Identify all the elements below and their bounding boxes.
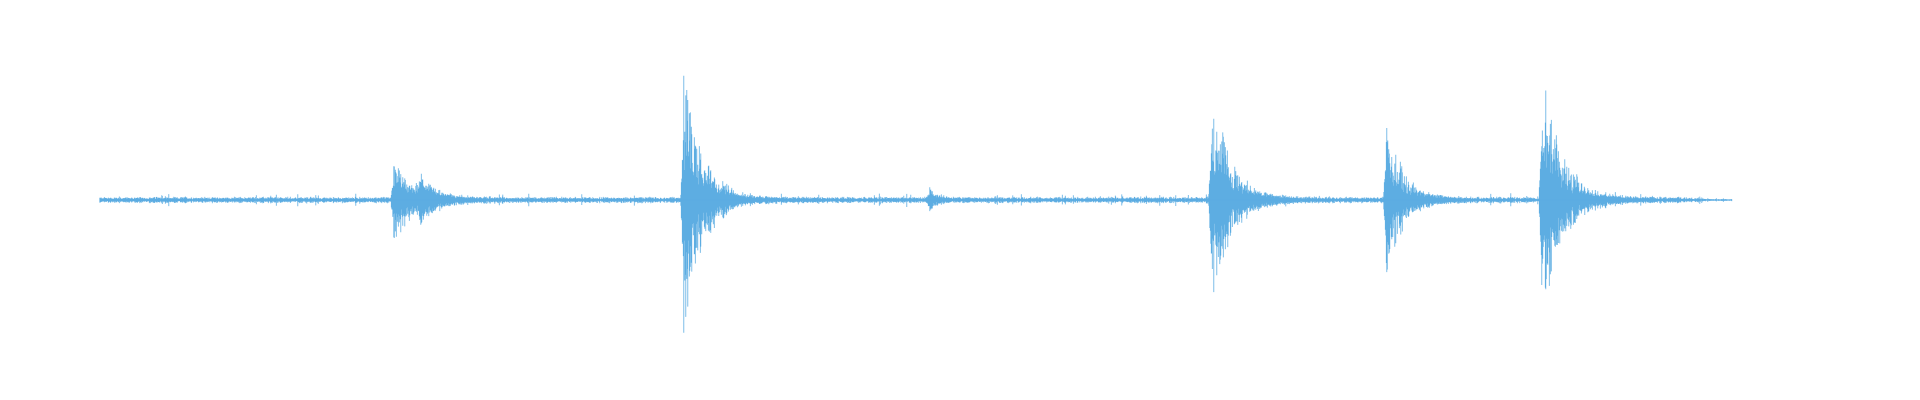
waveform-trace [99,75,1733,333]
waveform-path [99,75,1733,333]
